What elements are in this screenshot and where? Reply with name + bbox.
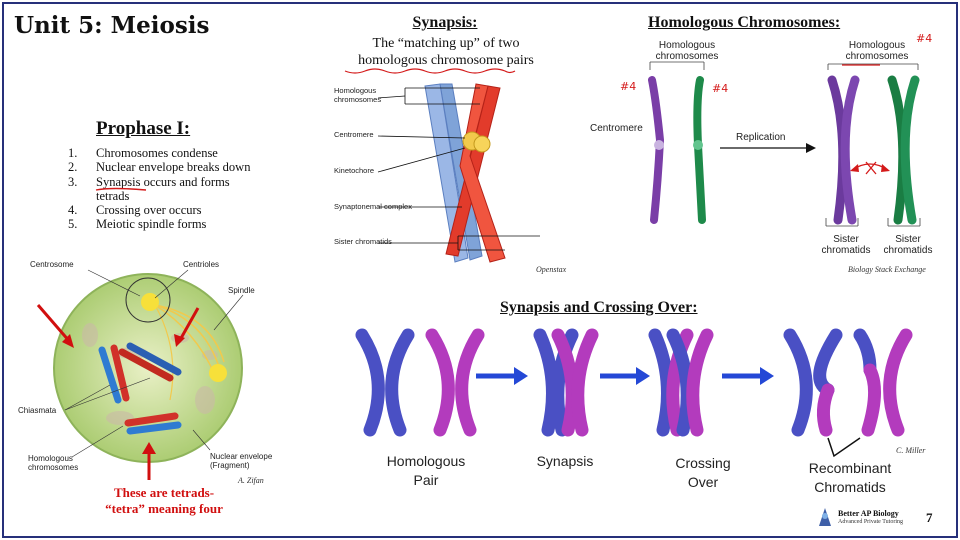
- page-number: 7: [926, 510, 933, 525]
- branding-logo-icon: [819, 508, 831, 526]
- prophase-steps: 1.Chromosomes condense 2.Nuclear envelop…: [68, 146, 288, 232]
- synapsis-credit: Openstax: [536, 265, 567, 274]
- crossing-figure: [355, 328, 913, 458]
- syn-sister-label: Sister chromatids: [334, 237, 392, 246]
- list-item: 3.Synapsis occurs and forms tetrads: [68, 174, 230, 203]
- replication-label: Replication: [736, 132, 786, 143]
- synapsis-heading: Synapsis:: [412, 14, 478, 31]
- branding-name: Better AP Biology: [838, 509, 899, 518]
- centrioles-label: Centrioles: [183, 260, 220, 269]
- list-item: 1.Chromosomes condense: [68, 146, 218, 160]
- centrosome-label: Centrosome: [30, 260, 74, 269]
- sister-right-label: Sister chromatids: [883, 234, 933, 256]
- syn-synaptonemal-label: Synaptonemal complex: [334, 202, 412, 211]
- list-item: 5.Meiotic spindle forms: [68, 217, 207, 232]
- synapsis-subtitle: The “matching up” of two homologous chro…: [358, 36, 534, 68]
- chiasmata-label: Chiasmata: [18, 406, 57, 415]
- spindle-label: Spindle: [228, 286, 255, 295]
- homologous-figure: [648, 61, 921, 227]
- stage-label-pair: Homologous Pair: [386, 453, 466, 488]
- homologous-left-label: Homologous chromosomes: [655, 40, 719, 62]
- homologous-credit: Biology Stack Exchange: [848, 265, 926, 274]
- synapsis-figure: [377, 83, 540, 263]
- tetrads-note: These are tetrads- “tetra” meaning four: [105, 485, 223, 516]
- homologous-right-label: Homologous chromosomes: [845, 40, 909, 62]
- stage-label-crossing: Crossing Over: [675, 455, 731, 490]
- stage-label-recombinant: Recombinant Chromatids: [808, 460, 892, 495]
- sister-left-label: Sister chromatids: [821, 234, 871, 256]
- list-item: 4.Crossing over occurs: [68, 203, 202, 218]
- homologous-centromere-label: Centromere: [590, 123, 643, 134]
- syn-centromere-label: Centromere: [334, 130, 374, 139]
- homologous-heading: Homologous Chromosomes:: [648, 14, 841, 31]
- cell-figure: [36, 269, 244, 480]
- list-item: 2.Nuclear envelope breaks down: [68, 160, 251, 175]
- syn-homologous-label: Homologous chromosomes: [334, 86, 382, 104]
- stage-label-synapsis: Synapsis: [536, 453, 594, 469]
- syn-kinetochore-label: Kinetochore: [334, 166, 375, 175]
- branding-tagline: Advanced Private Tutoring: [838, 519, 903, 525]
- homologous-chromosomes-label: Homologous chromosomes: [28, 454, 79, 472]
- crossing-credit: C. Miller: [896, 446, 926, 455]
- nuclear-envelope-label: Nuclear envelope (Fragment): [210, 452, 273, 470]
- cell-credit: A. Zifan: [238, 476, 264, 485]
- slide-title: Unit 5: Meiosis: [14, 12, 210, 39]
- crossing-heading: Synapsis and Crossing Over:: [500, 299, 698, 316]
- prophase-heading: Prophase I:: [96, 118, 191, 139]
